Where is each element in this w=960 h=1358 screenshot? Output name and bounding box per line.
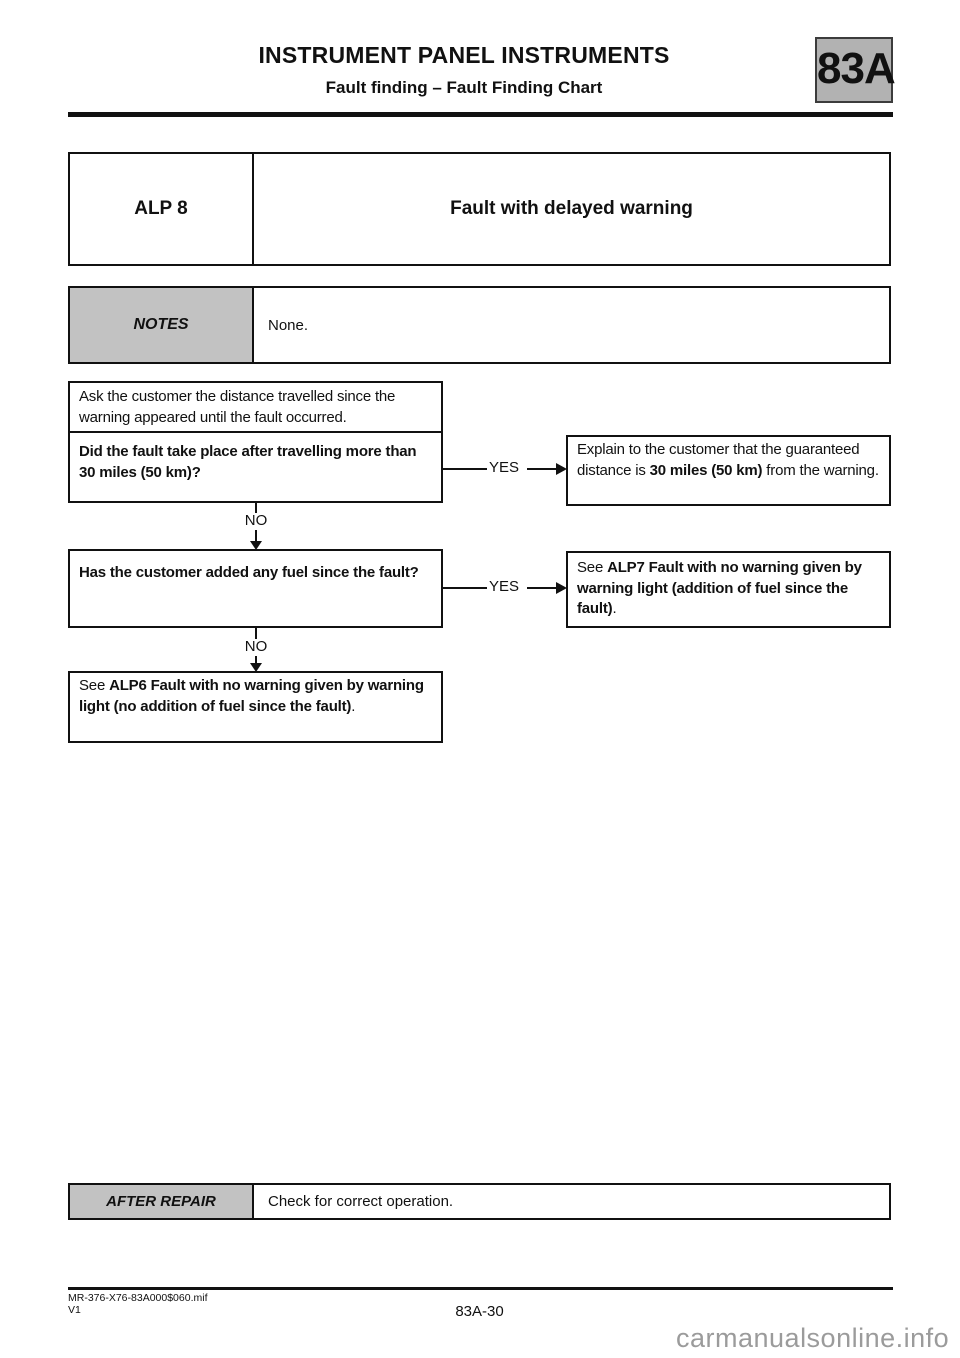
connector-line xyxy=(527,468,556,470)
notes-table: NOTES None. xyxy=(68,286,891,364)
notes-value: None. xyxy=(268,316,309,334)
flowchart-box-question-2: Has the customer added any fuel since th… xyxy=(68,549,443,628)
flowchart-box-alp6: See ALP6 Fault with no warning given by … xyxy=(68,671,443,743)
page-title: INSTRUMENT PANEL INSTRUMENTS xyxy=(258,42,670,68)
alp-title: Fault with delayed warning xyxy=(450,198,693,219)
arrow-right-icon xyxy=(556,582,567,594)
alp7-text-pre: See xyxy=(577,559,608,576)
alp-code: ALP 8 xyxy=(134,198,188,219)
notes-label-cell: NOTES xyxy=(70,288,254,362)
alp7-text-post: . xyxy=(612,600,617,618)
connector-line xyxy=(255,503,257,513)
footer-version: V1 xyxy=(68,1304,81,1316)
flowchart-box-explain: Explain to the customer that the guarant… xyxy=(566,435,891,506)
connector-line xyxy=(443,587,487,589)
notes-label: NOTES xyxy=(133,316,189,333)
page-subtitle: Fault finding – Fault Finding Chart xyxy=(325,78,603,97)
watermark: carmanualsonline.info xyxy=(676,1323,950,1353)
flowchart-box-alp7: See ALP7 Fault with no warning given by … xyxy=(566,551,891,628)
footer-page-number: 83A-30 xyxy=(455,1303,504,1320)
intro-text: Ask the customer the distance travelled … xyxy=(70,383,441,433)
header-divider xyxy=(68,112,893,117)
after-repair-value-cell: Check for correct operation. xyxy=(254,1185,889,1218)
yes-label-2: YES xyxy=(489,578,520,595)
explain-text-post: from the warning. xyxy=(762,461,879,479)
alp6-text-post: . xyxy=(351,697,356,715)
alp-code-cell: ALP 8 xyxy=(70,154,254,264)
connector-line xyxy=(255,628,257,639)
alp6-text-pre: See xyxy=(79,677,110,694)
explain-text-pre: Explain to the customer that the guarant… xyxy=(577,441,860,479)
after-repair-value: Check for correct operation. xyxy=(268,1193,454,1210)
no-label-1: NO xyxy=(244,512,268,529)
footer-divider xyxy=(68,1287,893,1290)
question-1: Did the fault take place after travellin… xyxy=(79,443,417,481)
section-code-badge: 83A xyxy=(815,37,896,103)
no-label-2: NO xyxy=(244,638,268,655)
question-2: Has the customer added any fuel since th… xyxy=(79,564,419,581)
alp6-text-bold: ALP6 Fault with no warning given by warn… xyxy=(79,677,424,715)
footer-file-reference: MR-376-X76-83A000$060.mif xyxy=(68,1292,208,1304)
arrow-down-icon xyxy=(250,541,262,550)
alp-table: ALP 8 Fault with delayed warning xyxy=(68,152,891,266)
connector-line xyxy=(255,530,257,541)
after-repair-label-cell: AFTER REPAIR xyxy=(70,1185,254,1218)
arrow-right-icon xyxy=(556,463,567,475)
flowchart-box-intro-question: Ask the customer the distance travelled … xyxy=(68,381,443,503)
explain-text-bold: 30 miles (50 km) xyxy=(649,461,763,479)
connector-line xyxy=(255,656,257,663)
arrow-down-icon xyxy=(250,663,262,672)
connector-line xyxy=(527,587,556,589)
alp7-text-bold: ALP7 Fault with no warning given by warn… xyxy=(577,559,862,618)
yes-label-1: YES xyxy=(489,459,520,476)
connector-line xyxy=(443,468,487,470)
after-repair-table: AFTER REPAIR Check for correct operation… xyxy=(68,1183,891,1220)
after-repair-label: AFTER REPAIR xyxy=(106,1193,216,1210)
alp-title-cell: Fault with delayed warning xyxy=(254,154,889,264)
notes-value-cell: None. xyxy=(254,288,889,362)
